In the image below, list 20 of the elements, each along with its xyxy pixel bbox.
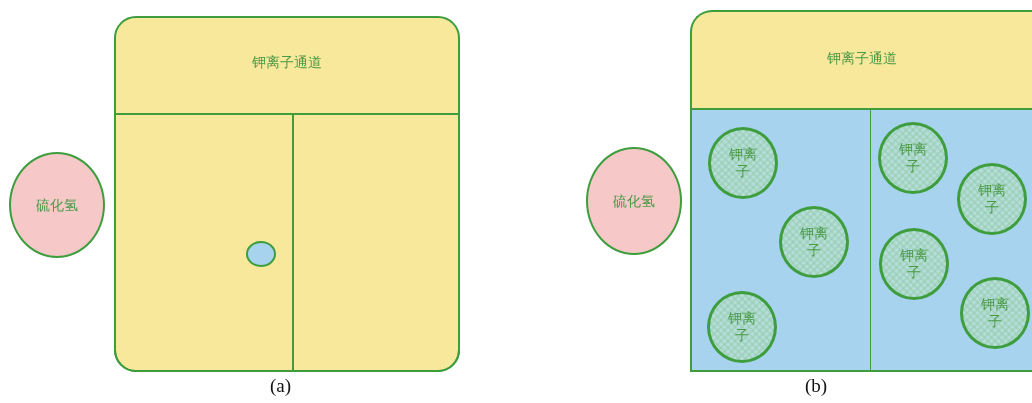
- compartment-box: [113, 112, 294, 372]
- molecule-label: 硫化氢: [36, 196, 78, 214]
- ion-label: 钾离子: [899, 247, 929, 281]
- ion-label: 钾离子: [727, 310, 757, 344]
- small-circle: [246, 241, 276, 267]
- compartment-box: [870, 107, 1032, 372]
- ion-label: 钾离子: [980, 296, 1010, 330]
- compartment-box: [689, 107, 872, 372]
- channel-label: 钾离子通道: [252, 54, 322, 71]
- ion-label: 钾离子: [799, 225, 829, 259]
- compartment-box: [292, 112, 460, 372]
- channel-box: [114, 16, 460, 372]
- ion-label: 钾离子: [977, 182, 1007, 216]
- molecule-label: 硫化氢: [613, 192, 655, 210]
- panel-label: (a): [270, 375, 292, 397]
- panel-label: (b): [805, 375, 828, 397]
- ion-label: 钾离子: [728, 146, 758, 180]
- channel-box: [690, 10, 1032, 372]
- ion-label: 钾离子: [898, 141, 928, 175]
- channel-label: 钾离子通道: [827, 50, 897, 67]
